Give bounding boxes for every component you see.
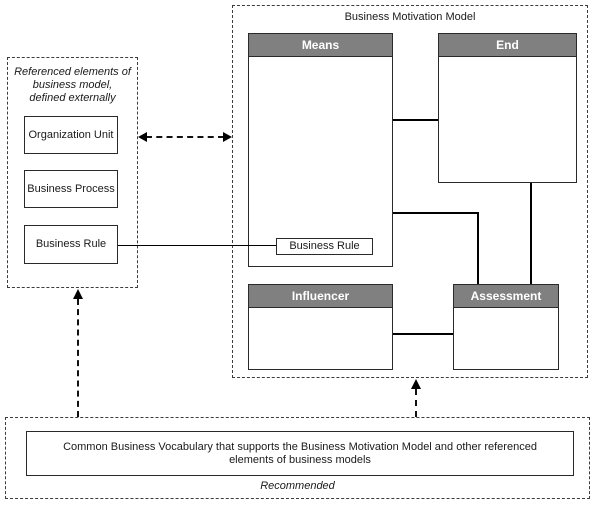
referenced-elements-caption: Referenced elements of business model, d… [14,66,131,104]
business-rule-inner-box: Business Rule [276,238,373,255]
end-box: End [438,33,577,183]
connector-means-assessment-v [477,212,479,284]
assessment-header: Assessment [454,285,558,308]
connector-business-rule [118,245,276,246]
business-process-box: Business Process [24,170,118,208]
arrowhead-up-left-icon [73,289,83,299]
business-motivation-model-panel: Business Motivation Model [232,5,588,378]
connector-influencer-assessment [393,333,453,335]
assessment-box: Assessment [453,284,559,370]
bmm-title: Business Motivation Model [344,11,476,23]
connector-means-end [393,119,438,121]
influencer-header: Influencer [249,285,392,308]
dashed-link-vocab-referenced [77,299,79,417]
vocabulary-box: Common Business Vocabulary that supports… [26,431,574,476]
arrowhead-right-icon [223,132,232,142]
means-header: Means [249,34,392,57]
arrowhead-left-icon [138,132,147,142]
dashed-link-referenced-bmm [146,136,224,138]
means-box: Means [248,33,393,267]
referenced-elements-panel: Referenced elements of business model, d… [7,57,138,288]
influencer-box: Influencer [248,284,393,370]
organization-unit-box: Organization Unit [24,116,118,154]
dashed-link-vocab-bmm [415,389,417,417]
vocabulary-panel: Common Business Vocabulary that supports… [5,417,590,499]
end-header: End [439,34,576,57]
connector-end-assessment [530,183,532,284]
connector-means-assessment-h [393,212,479,214]
business-rule-external-box: Business Rule [24,225,118,264]
arrowhead-up-right-icon [411,379,421,389]
recommended-note: Recommended [260,480,335,492]
